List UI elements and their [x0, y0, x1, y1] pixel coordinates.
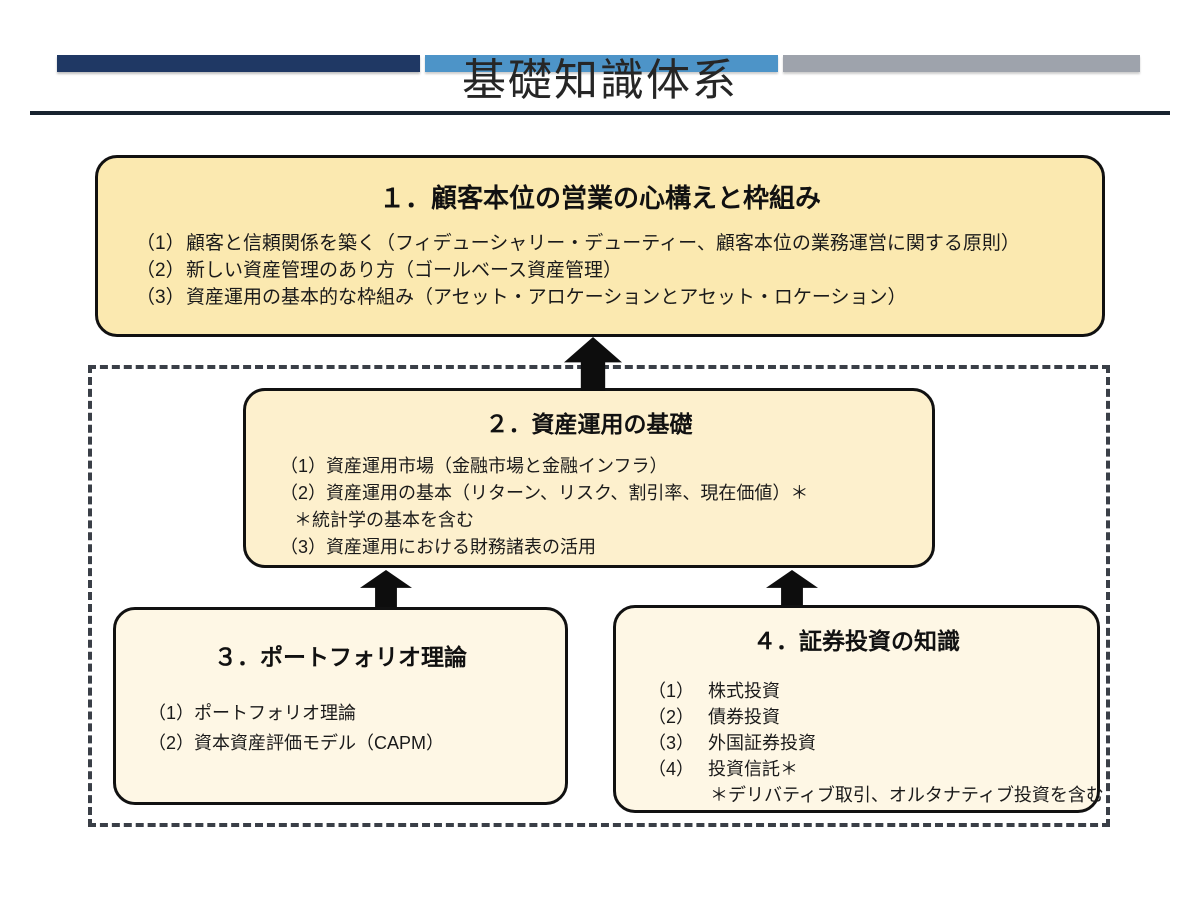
box-customer-first-framework: １．顧客本位の営業の心構えと枠組み （1）顧客と信頼関係を築く（フィデューシャリ… — [95, 155, 1105, 337]
box2-item-list: （1）資産運用市場（金融市場と金融インフラ）（2）資産運用の基本（リターン、リス… — [280, 453, 808, 561]
list-item: （2）新しい資産管理のあり方（ゴールベース資産管理） — [136, 257, 1020, 284]
list-item: （3）資産運用の基本的な枠組み（アセット・アロケーションとアセット・ロケーション… — [136, 284, 1020, 311]
box1-title: １．顧客本位の営業の心構えと枠組み — [378, 183, 821, 213]
item-number: （2） — [148, 733, 195, 753]
box-asset-management-basics: ２．資産運用の基礎 （1）資産運用市場（金融市場と金融インフラ）（2）資産運用の… — [243, 388, 935, 568]
box3-item-list: （1）ポートフォリオ理論（2）資本資産評価モデル（CAPM） — [148, 698, 444, 758]
item-number: （2） — [136, 260, 185, 281]
page-title: 基礎知識体系 — [462, 56, 738, 105]
item-number: （3） — [648, 733, 695, 753]
item-number: （1） — [280, 456, 327, 476]
box-securities-investment-knowledge: ４．証券投資の知識 （1） 株式投資 （2） 債券投資 （3） 外国証券投資 （4） 投資信託… — [613, 605, 1104, 813]
item-text: 新しい資産管理のあり方（ゴールベース資産管理） — [186, 260, 623, 281]
list-item: （1） 株式投資 — [648, 678, 1104, 704]
item-number: （1） — [648, 681, 695, 701]
item-text: 資産運用の基本的な枠組み（アセット・アロケーションとアセット・ロケーション） — [186, 287, 907, 308]
header-bar-navy — [57, 55, 420, 72]
box4-title: ４．証券投資の知識 — [753, 628, 960, 654]
item-number: （1） — [148, 703, 195, 723]
list-item: （4） 投資信託＊ — [648, 756, 1104, 782]
item-text: 外国証券投資 — [708, 733, 816, 753]
item-text: ＊デリバティブ取引、オルタナティブ投資を含む — [710, 785, 1104, 805]
item-number: （2） — [280, 483, 327, 503]
footnote-item: ＊デリバティブ取引、オルタナティブ投資を含む — [710, 782, 1104, 808]
item-text: ＊統計学の基本を含む — [294, 510, 474, 530]
item-text: 顧客と信頼関係を築く（フィデューシャリー・デューティー、顧客本位の業務運営に関す… — [186, 233, 1020, 254]
list-item: （3）資産運用における財務諸表の活用 — [280, 534, 808, 561]
item-text: 資産運用における財務諸表の活用 — [326, 537, 597, 557]
header-bar-gray — [783, 55, 1140, 72]
item-number: （4） — [648, 759, 695, 779]
box3-title: ３．ポートフォリオ理論 — [214, 644, 467, 670]
list-item: （2）資産運用の基本（リターン、リスク、割引率、現在価値）＊ — [280, 480, 808, 507]
box4-item-list: （1） 株式投資 （2） 債券投資 （3） 外国証券投資 （4） 投資信託＊ ＊デリバティブ取引… — [648, 678, 1104, 808]
box2-title: ２．資産運用の基礎 — [485, 411, 693, 437]
list-item: （1）顧客と信頼関係を築く（フィデューシャリー・デューティー、顧客本位の業務運営… — [136, 230, 1020, 257]
item-text: 資産運用の基本（リターン、リスク、割引率、現在価値）＊ — [326, 483, 809, 503]
item-text: 資本資産評価モデル（CAPM） — [194, 733, 445, 753]
list-item: （1）資産運用市場（金融市場と金融インフラ） — [280, 453, 808, 480]
title-divider — [30, 111, 1170, 115]
item-text: ポートフォリオ理論 — [194, 703, 357, 723]
item-text: 投資信託＊ — [708, 759, 798, 779]
item-text: 株式投資 — [708, 681, 780, 701]
item-number: （3） — [280, 537, 327, 557]
list-item: （1）ポートフォリオ理論 — [148, 698, 444, 728]
list-item: （3） 外国証券投資 — [648, 730, 1104, 756]
item-number: （2） — [648, 707, 695, 727]
item-text: 資産運用市場（金融市場と金融インフラ） — [326, 456, 668, 476]
header-bar-blue — [425, 55, 778, 72]
item-number: （3） — [136, 287, 185, 308]
item-text: 債券投資 — [708, 707, 780, 727]
box1-item-list: （1）顧客と信頼関係を築く（フィデューシャリー・デューティー、顧客本位の業務運営… — [136, 230, 1020, 311]
footnote-item: ＊統計学の基本を含む — [294, 507, 808, 534]
item-number: （1） — [136, 233, 185, 254]
list-item: （2）資本資産評価モデル（CAPM） — [148, 728, 444, 758]
box-portfolio-theory: ３．ポートフォリオ理論 （1）ポートフォリオ理論（2）資本資産評価モデル（CAP… — [113, 607, 568, 805]
list-item: （2） 債券投資 — [648, 704, 1104, 730]
